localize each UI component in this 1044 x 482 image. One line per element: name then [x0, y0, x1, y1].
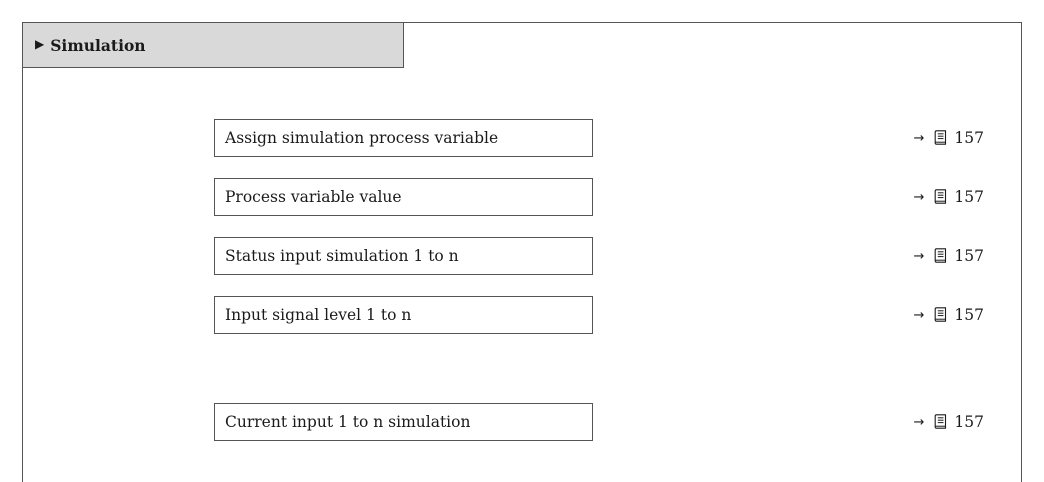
menu-title: Simulation [50, 35, 146, 55]
parameter-label: Current input 1 to n simulation [225, 413, 471, 431]
parameter-box[interactable]: Current input 1 to n simulation [214, 403, 593, 441]
parameter-row-current-input-simulation: Current input 1 to n simulation → 157 [214, 403, 1020, 441]
book-icon [935, 247, 947, 263]
page-number: 157 [954, 306, 984, 324]
parameter-label: Assign simulation process variable [225, 129, 499, 147]
arrow-right-icon: → [913, 189, 925, 205]
triangle-right-icon: ▶ [35, 37, 45, 51]
page-reference[interactable]: → 157 [914, 119, 985, 157]
arrow-right-icon: → [913, 307, 925, 323]
menu-frame [22, 22, 1022, 482]
parameter-label: Input signal level 1 to n [225, 306, 412, 324]
arrow-right-icon: → [913, 130, 925, 146]
parameter-row-assign-simulation-process-variable: Assign simulation process variable → 157 [214, 119, 1020, 157]
book-icon [935, 413, 947, 429]
page-number: 157 [954, 129, 984, 147]
arrow-right-icon: → [913, 248, 925, 264]
book-icon [935, 129, 947, 145]
page-reference[interactable]: → 157 [914, 403, 985, 441]
parameter-box[interactable]: Assign simulation process variable [214, 119, 593, 157]
parameter-label: Status input simulation 1 to n [225, 247, 459, 265]
parameter-row-status-input-simulation: Status input simulation 1 to n → 157 [214, 237, 1020, 275]
parameter-row-process-variable-value: Process variable value → 157 [214, 178, 1020, 216]
simulation-menu-header[interactable]: ▶ Simulation [22, 22, 404, 68]
page-number: 157 [954, 413, 984, 431]
page-number: 157 [954, 247, 984, 265]
parameter-box[interactable]: Input signal level 1 to n [214, 296, 593, 334]
parameter-box[interactable]: Status input simulation 1 to n [214, 237, 593, 275]
page-number: 157 [954, 188, 984, 206]
parameter-row-input-signal-level: Input signal level 1 to n → 157 [214, 296, 1020, 334]
page-reference[interactable]: → 157 [914, 296, 985, 334]
arrow-right-icon: → [913, 414, 925, 430]
parameter-box[interactable]: Process variable value [214, 178, 593, 216]
parameter-label: Process variable value [225, 188, 402, 206]
page-reference[interactable]: → 157 [914, 178, 985, 216]
book-icon [935, 306, 947, 322]
book-icon [935, 188, 947, 204]
page-reference[interactable]: → 157 [914, 237, 985, 275]
